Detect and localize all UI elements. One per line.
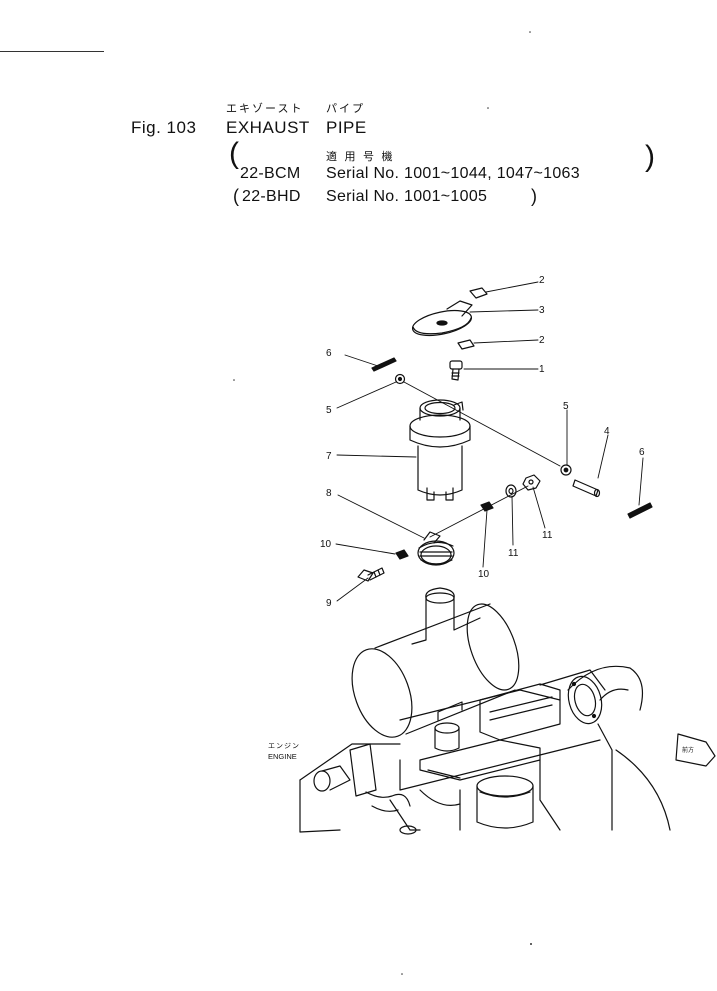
washer-11-a (505, 484, 517, 498)
nut-10-right (480, 501, 494, 512)
pin-6-right (627, 502, 653, 519)
title-kana-pipe: パイプ (326, 102, 365, 115)
nut-2-lower (457, 339, 475, 350)
paren-close-row1: ) (645, 140, 655, 173)
front-mark-text: 前方 (682, 746, 694, 754)
nut-10-left (395, 549, 409, 560)
rain-cap (411, 300, 473, 337)
paren-open-row1: ( (229, 137, 239, 170)
nut-11-b (522, 474, 541, 491)
exhaust-pipe-7 (409, 399, 471, 501)
applicable-kanji: 適 用 号 機 (326, 150, 395, 163)
callout-9: 9 (326, 598, 332, 609)
bolt-9 (357, 567, 385, 582)
title-kana-exhaust: エキゾースト (226, 102, 304, 115)
row2-model: 22-BHD (242, 188, 301, 205)
engine-label: ENGINE (268, 752, 297, 761)
engine (299, 665, 671, 835)
engine-label-kana: エンジン (268, 743, 300, 750)
shaft-4 (572, 479, 601, 498)
callout-5-right: 5 (563, 401, 569, 412)
front-direction-arrow: 前方 (675, 733, 716, 767)
callout-7: 7 (326, 451, 332, 462)
row1-model: 22-BCM (240, 165, 301, 182)
muffler (351, 587, 520, 738)
callout-1: 1 (539, 364, 545, 375)
clamp-8 (417, 531, 455, 566)
callout-numbers: 2 3 2 1 6 5 5 4 6 7 8 10 9 10 11 11 (320, 275, 645, 609)
callout-6-left: 6 (326, 348, 332, 359)
top-rule (0, 51, 104, 52)
callout-2-lower: 2 (539, 335, 545, 346)
nut-5-left (394, 373, 406, 385)
nut-5-right (560, 464, 572, 476)
row1-serial: Serial No. 1001~1044, 1047~1063 (326, 165, 580, 182)
fig-number: Fig. 103 (131, 118, 197, 137)
callout-4: 4 (604, 426, 610, 437)
pin-6-left (371, 357, 397, 372)
callout-8: 8 (326, 488, 332, 499)
nut-2-top (469, 287, 488, 299)
leader-lines (335, 281, 644, 602)
row2-serial: Serial No. 1001~1005 (326, 188, 488, 205)
callout-11-right: 11 (542, 530, 553, 541)
callout-3: 3 (539, 305, 545, 316)
callout-6-right: 6 (639, 447, 645, 458)
bolt-1 (449, 360, 463, 381)
callout-5-left: 5 (326, 405, 332, 416)
paren-close-row2: ) (531, 186, 538, 206)
callout-2-top: 2 (539, 275, 545, 286)
callout-10-bottom: 10 (478, 569, 490, 580)
callout-10-left: 10 (320, 539, 332, 550)
callout-11-bottom: 11 (508, 548, 519, 559)
title-pipe: PIPE (326, 118, 367, 137)
title-exhaust: EXHAUST (226, 118, 310, 137)
paren-open-row2: ( (233, 186, 240, 206)
scan-specks (233, 31, 532, 975)
